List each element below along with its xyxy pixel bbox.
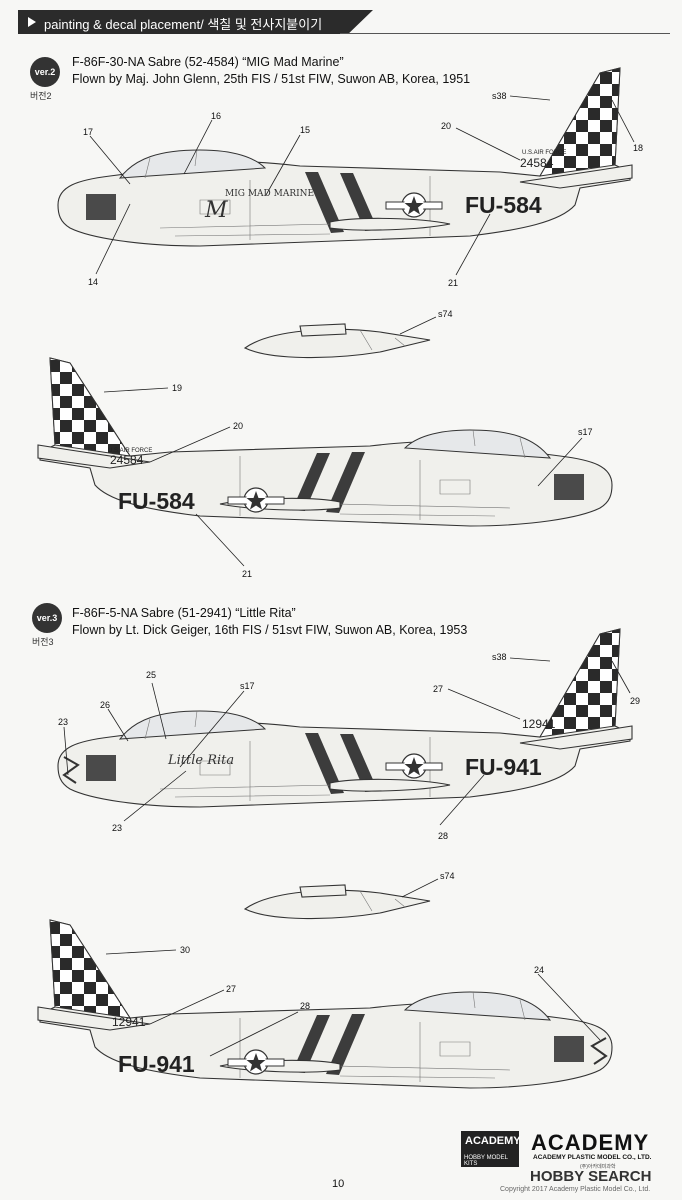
ver3-right-tail-number: 12941 xyxy=(112,1015,146,1029)
ver3-left-profile: FU-941 12941 Little Rita 25 s17 26 23 s3… xyxy=(57,628,640,841)
ver2-subtitle: Flown by Maj. John Glenn, 25th FIS / 51s… xyxy=(72,72,471,86)
callout-label: s38 xyxy=(492,652,507,662)
ver2-drop-tank: s74 xyxy=(244,309,453,359)
callout-label: s74 xyxy=(438,309,453,319)
ver2-badge: ver.2 xyxy=(30,57,60,87)
header-divider xyxy=(340,33,670,34)
callout-label: 19 xyxy=(172,383,182,393)
callout-label: 21 xyxy=(242,569,252,579)
callout-label: 23 xyxy=(58,717,68,727)
callout-label: 17 xyxy=(83,127,93,137)
callout-label: 21 xyxy=(448,278,458,288)
callout-label: 28 xyxy=(438,831,448,841)
academy-box-title: ACADEMY xyxy=(465,1135,521,1147)
callout-label: s17 xyxy=(240,681,255,691)
callout-label: 16 xyxy=(211,111,221,121)
ver2-left-profile: FU-584 U.S.AIR FORCE 24584 M MIG MAD MAR… xyxy=(57,67,643,288)
ver2-left-marking: FU-584 xyxy=(465,192,542,218)
ver2-left-tail-text: U.S.AIR FORCE xyxy=(522,150,566,156)
academy-korean: (주)아카데미과학 xyxy=(580,1164,616,1170)
callout-label: s38 xyxy=(492,91,507,101)
ver3-left-tail-number: 12941 xyxy=(522,717,556,731)
drop-tank-silhouette xyxy=(244,884,431,920)
callout-label: 26 xyxy=(100,700,110,710)
callout-label: s74 xyxy=(440,871,455,881)
ver2-right-tail-text: U.S.AIR FORCE xyxy=(108,448,152,454)
callout-label: 20 xyxy=(441,121,451,131)
callout-label: 23 xyxy=(112,823,122,833)
ver3-left-marking: FU-941 xyxy=(465,754,542,780)
drop-tank-silhouette xyxy=(244,323,431,359)
callout-label: 29 xyxy=(630,696,640,706)
ver2-right-callouts: 19 20 s17 21 xyxy=(103,383,593,579)
ver2-left-callouts: 17 16 15 20 s38 18 14 21 xyxy=(83,91,643,288)
ver3-subtitle: Flown by Lt. Dick Geiger, 16th FIS / 51s… xyxy=(72,623,468,637)
callout-label: s17 xyxy=(578,427,593,437)
ver3-left-callouts: 25 s17 26 23 s38 27 29 23 28 xyxy=(58,652,640,841)
ver2-nose-art: MIG MAD MARINE xyxy=(225,189,314,199)
callout-label: 30 xyxy=(180,945,190,955)
shark-mouth xyxy=(62,756,80,784)
ver2-left-tail-number: 24584 xyxy=(520,156,554,170)
section-title: painting & decal placement/ 색칠 및 전사지붙이기 xyxy=(44,17,323,32)
ver2-right-tail-number: 24584 xyxy=(110,453,144,467)
ver2-badge-sub: 버전2 xyxy=(30,91,52,101)
shark-mouth xyxy=(590,1037,608,1065)
ver3-right-profile: FU-941 12941 30 27 28 24 xyxy=(37,919,613,1089)
section-header-bar: painting & decal placement/ 색칠 및 전사지붙이기 xyxy=(18,10,373,34)
callout-label: 27 xyxy=(433,684,443,694)
ver3-right-callouts: 30 27 28 24 xyxy=(105,945,601,1057)
ver3-right-marking: FU-941 xyxy=(118,1051,195,1077)
callout-label: 24 xyxy=(534,965,544,975)
callout-label: 15 xyxy=(300,125,310,135)
ver2-right-profile: FU-584 U.S.AIR FORCE 24584 19 20 s17 21 xyxy=(37,357,613,579)
ver2-nose-art-m: M xyxy=(204,198,228,223)
callout-label: 27 xyxy=(226,984,236,994)
academy-logo: ACADEMY xyxy=(531,1130,650,1155)
copyright: Copyright 2017 Academy Plastic Model Co.… xyxy=(500,1186,651,1193)
ver2-right-marking: FU-584 xyxy=(118,488,195,514)
callout-label: 20 xyxy=(233,421,243,431)
ver2-title: F-86F-30-NA Sabre (52-4584) “MIG Mad Mar… xyxy=(72,55,344,69)
academy-kit-logo: ACADEMY HOBBY MODEL KITS xyxy=(461,1131,521,1167)
triangle-icon xyxy=(28,17,36,27)
ver3-title: F-86F-5-NA Sabre (51-2941) “Little Rita” xyxy=(72,606,296,620)
ver3-badge: ver.3 xyxy=(32,603,62,633)
ver3-nose-art: Little Rita xyxy=(167,753,234,768)
academy-box-sub: HOBBY MODEL KITS xyxy=(464,1155,508,1167)
ver3-drop-tank: s74 xyxy=(244,871,455,920)
callout-label: 28 xyxy=(300,1001,310,1011)
callout-label: 14 xyxy=(88,277,98,287)
callout-label: 18 xyxy=(633,143,643,153)
academy-company: ACADEMY PLASTIC MODEL CO., LTD. xyxy=(533,1154,652,1161)
hobbysearch-watermark: HOBBY SEARCH xyxy=(530,1168,652,1185)
callout-label: 25 xyxy=(146,670,156,680)
ver3-badge-sub: 버전3 xyxy=(32,637,54,647)
page-number: 10 xyxy=(332,1178,345,1190)
